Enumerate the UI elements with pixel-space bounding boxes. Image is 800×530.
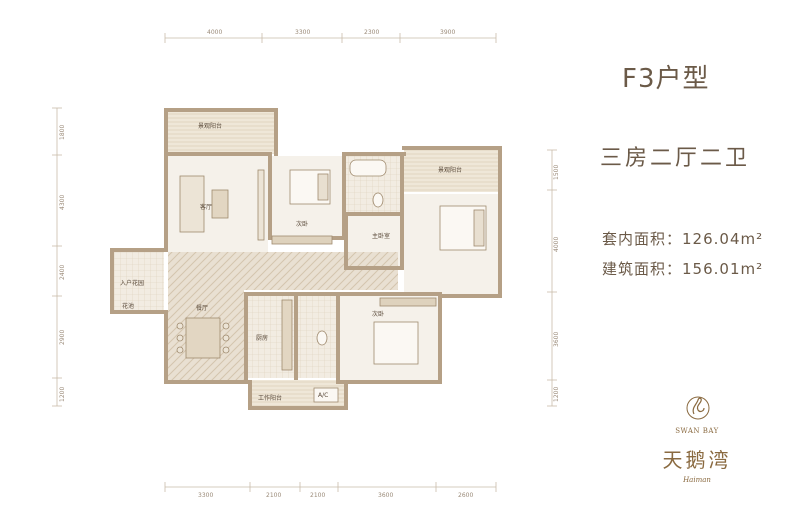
label-bedroom-third: 次卧 bbox=[372, 310, 384, 318]
label-balcony-right: 景观阳台 bbox=[438, 166, 462, 174]
third-bed bbox=[373, 321, 419, 365]
brand-english: SWAN BAY bbox=[675, 427, 719, 435]
kitchen-counter bbox=[281, 299, 293, 371]
inner-area-value: 126.04m² bbox=[682, 230, 764, 248]
brand-chinese: 天鹅湾 bbox=[662, 448, 732, 472]
gross-area-value: 156.01m² bbox=[682, 260, 764, 278]
dim-right-1: 1500 bbox=[553, 165, 560, 180]
dim-bottom-3: 2100 bbox=[310, 492, 325, 499]
ac-unit bbox=[313, 387, 339, 403]
dim-left-1: 1800 bbox=[59, 125, 66, 140]
plan-subtitle: 三房二厅二卫 bbox=[600, 146, 751, 171]
label-entry-garden: 入户花园 bbox=[120, 279, 144, 287]
dim-top-4: 3900 bbox=[440, 29, 455, 36]
inner-area-label: 套内面积： bbox=[602, 230, 683, 248]
label-master-bedroom: 主卧室 bbox=[372, 232, 390, 240]
dimension-lines bbox=[52, 33, 557, 492]
dim-bottom-4: 3600 bbox=[378, 492, 393, 499]
bathtub bbox=[349, 159, 387, 177]
dim-right-2: 4000 bbox=[553, 237, 560, 252]
label-service-balcony: 工作阳台 bbox=[258, 394, 282, 402]
wardrobe-2 bbox=[379, 297, 437, 307]
dimension-labels: 4000 3300 2300 3900 3300 2100 2100 3600 … bbox=[59, 29, 560, 499]
floors bbox=[112, 112, 498, 406]
dim-bottom-5: 2600 bbox=[458, 492, 473, 499]
toilet-2 bbox=[316, 330, 328, 346]
coffee-table bbox=[211, 189, 229, 219]
dim-right-3: 3600 bbox=[553, 332, 560, 347]
label-garden: 花池 bbox=[122, 302, 134, 310]
dim-right-4: 1200 bbox=[553, 387, 560, 402]
furniture bbox=[176, 159, 487, 403]
tv-cabinet bbox=[257, 169, 265, 241]
toilet-1 bbox=[372, 192, 384, 208]
label-dining: 餐厅 bbox=[196, 304, 208, 312]
dim-left-3: 2400 bbox=[59, 265, 66, 280]
sofa bbox=[179, 175, 205, 233]
dim-top-1: 4000 bbox=[207, 29, 222, 36]
swan-logo-icon bbox=[686, 396, 710, 420]
inner-area: 套内面积：126.04m² bbox=[602, 228, 763, 249]
gross-area: 建筑面积：156.01m² bbox=[602, 258, 763, 279]
dim-left-2: 4300 bbox=[59, 195, 66, 210]
dining-table bbox=[185, 317, 221, 359]
room-labels: 景观阳台 景观阳台 客厅 次卧 主卧室 入户花园 花池 餐厅 厨房 次卧 工作阳… bbox=[120, 122, 462, 402]
plan-title: F3户型 bbox=[622, 64, 710, 94]
dim-bottom-2: 2100 bbox=[266, 492, 281, 499]
dim-bottom-1: 3300 bbox=[198, 492, 213, 499]
label-kitchen: 厨房 bbox=[256, 334, 268, 342]
label-bedroom-second: 次卧 bbox=[296, 220, 308, 228]
pillow-second bbox=[317, 173, 329, 201]
floor-plan: 4000 3300 2300 3900 3300 2100 2100 3600 … bbox=[52, 29, 560, 499]
label-balcony-top: 景观阳台 bbox=[198, 122, 222, 130]
gross-area-label: 建筑面积： bbox=[602, 260, 683, 278]
dim-left-5: 1200 bbox=[59, 387, 66, 402]
label-ac: A/C bbox=[318, 392, 328, 399]
dim-top-2: 3300 bbox=[295, 29, 310, 36]
label-living: 客厅 bbox=[200, 203, 212, 211]
pillow-master bbox=[473, 209, 485, 247]
dim-left-4: 2900 bbox=[59, 330, 66, 345]
walls bbox=[110, 108, 502, 410]
brand-city: Haiman bbox=[683, 476, 711, 484]
dim-top-3: 2300 bbox=[364, 29, 379, 36]
wardrobe-1 bbox=[271, 235, 333, 245]
